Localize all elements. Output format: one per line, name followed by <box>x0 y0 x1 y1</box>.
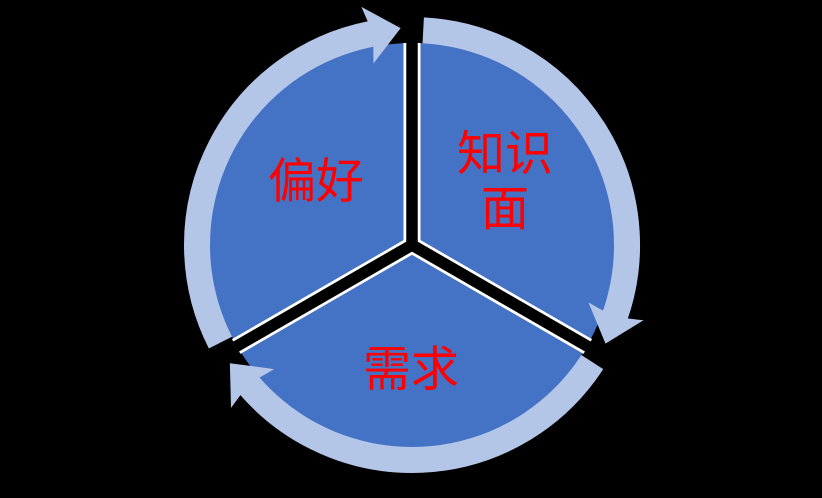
ring-arc-right <box>422 17 641 331</box>
segment-label-knowledge: 知识 面 <box>457 127 553 237</box>
arrowhead-top-icon <box>361 6 401 64</box>
ring-arc-bottom <box>232 354 604 473</box>
segment-label-demand: 需求 <box>362 341 460 398</box>
segment-label-text: 面 <box>480 181 530 237</box>
segment-label-preference: 偏好 <box>267 153 365 210</box>
segment-label-text: 偏好 <box>267 153 365 210</box>
arrowhead-lower-left-icon <box>229 363 275 408</box>
arrowhead-lower-right-icon <box>588 302 644 344</box>
segment-label-text: 知识 <box>456 126 554 182</box>
segment-gap-lower-right <box>409 240 625 371</box>
ring-arc-left <box>184 19 384 349</box>
segment-gap-lower-left <box>199 240 415 371</box>
segment-label-text: 需求 <box>362 341 460 398</box>
